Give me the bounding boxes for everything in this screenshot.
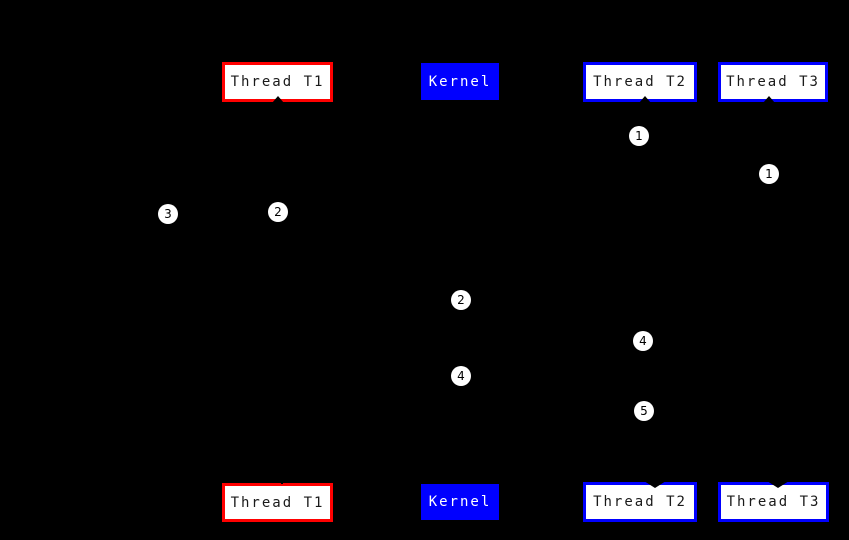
- step-marker-4-under-t2: 4: [633, 331, 653, 351]
- arrowhead-notch-t2-bottom: [644, 481, 666, 488]
- arrowhead-notch-t2-top: [639, 96, 651, 103]
- arrowhead-notch-t3-top: [763, 96, 775, 103]
- node-thread-t1-top: Thread T1: [222, 62, 333, 102]
- arrowhead-notch-t3-bottom: [767, 481, 789, 488]
- step-marker-1-under-t3: 1: [759, 164, 779, 184]
- step-marker-4-near-kernel: 4: [451, 366, 471, 386]
- node-thread-t3-bottom: Thread T3: [718, 482, 829, 522]
- edge-tick-t1-bottom: [281, 476, 283, 484]
- node-kernel-bottom: Kernel: [421, 484, 499, 520]
- node-thread-t3-top: Thread T3: [718, 62, 828, 102]
- arrowhead-notch-t1-top: [272, 96, 284, 103]
- step-marker-1-under-t2: 1: [629, 126, 649, 146]
- node-kernel-top: Kernel: [421, 63, 499, 100]
- step-marker-5-under-t2: 5: [634, 401, 654, 421]
- step-marker-3-left: 3: [158, 204, 178, 224]
- step-marker-2-near-kernel: 2: [451, 290, 471, 310]
- node-thread-t1-bottom: Thread T1: [222, 483, 333, 522]
- step-marker-2-under-t1: 2: [268, 202, 288, 222]
- node-thread-t2-bottom: Thread T2: [583, 482, 697, 522]
